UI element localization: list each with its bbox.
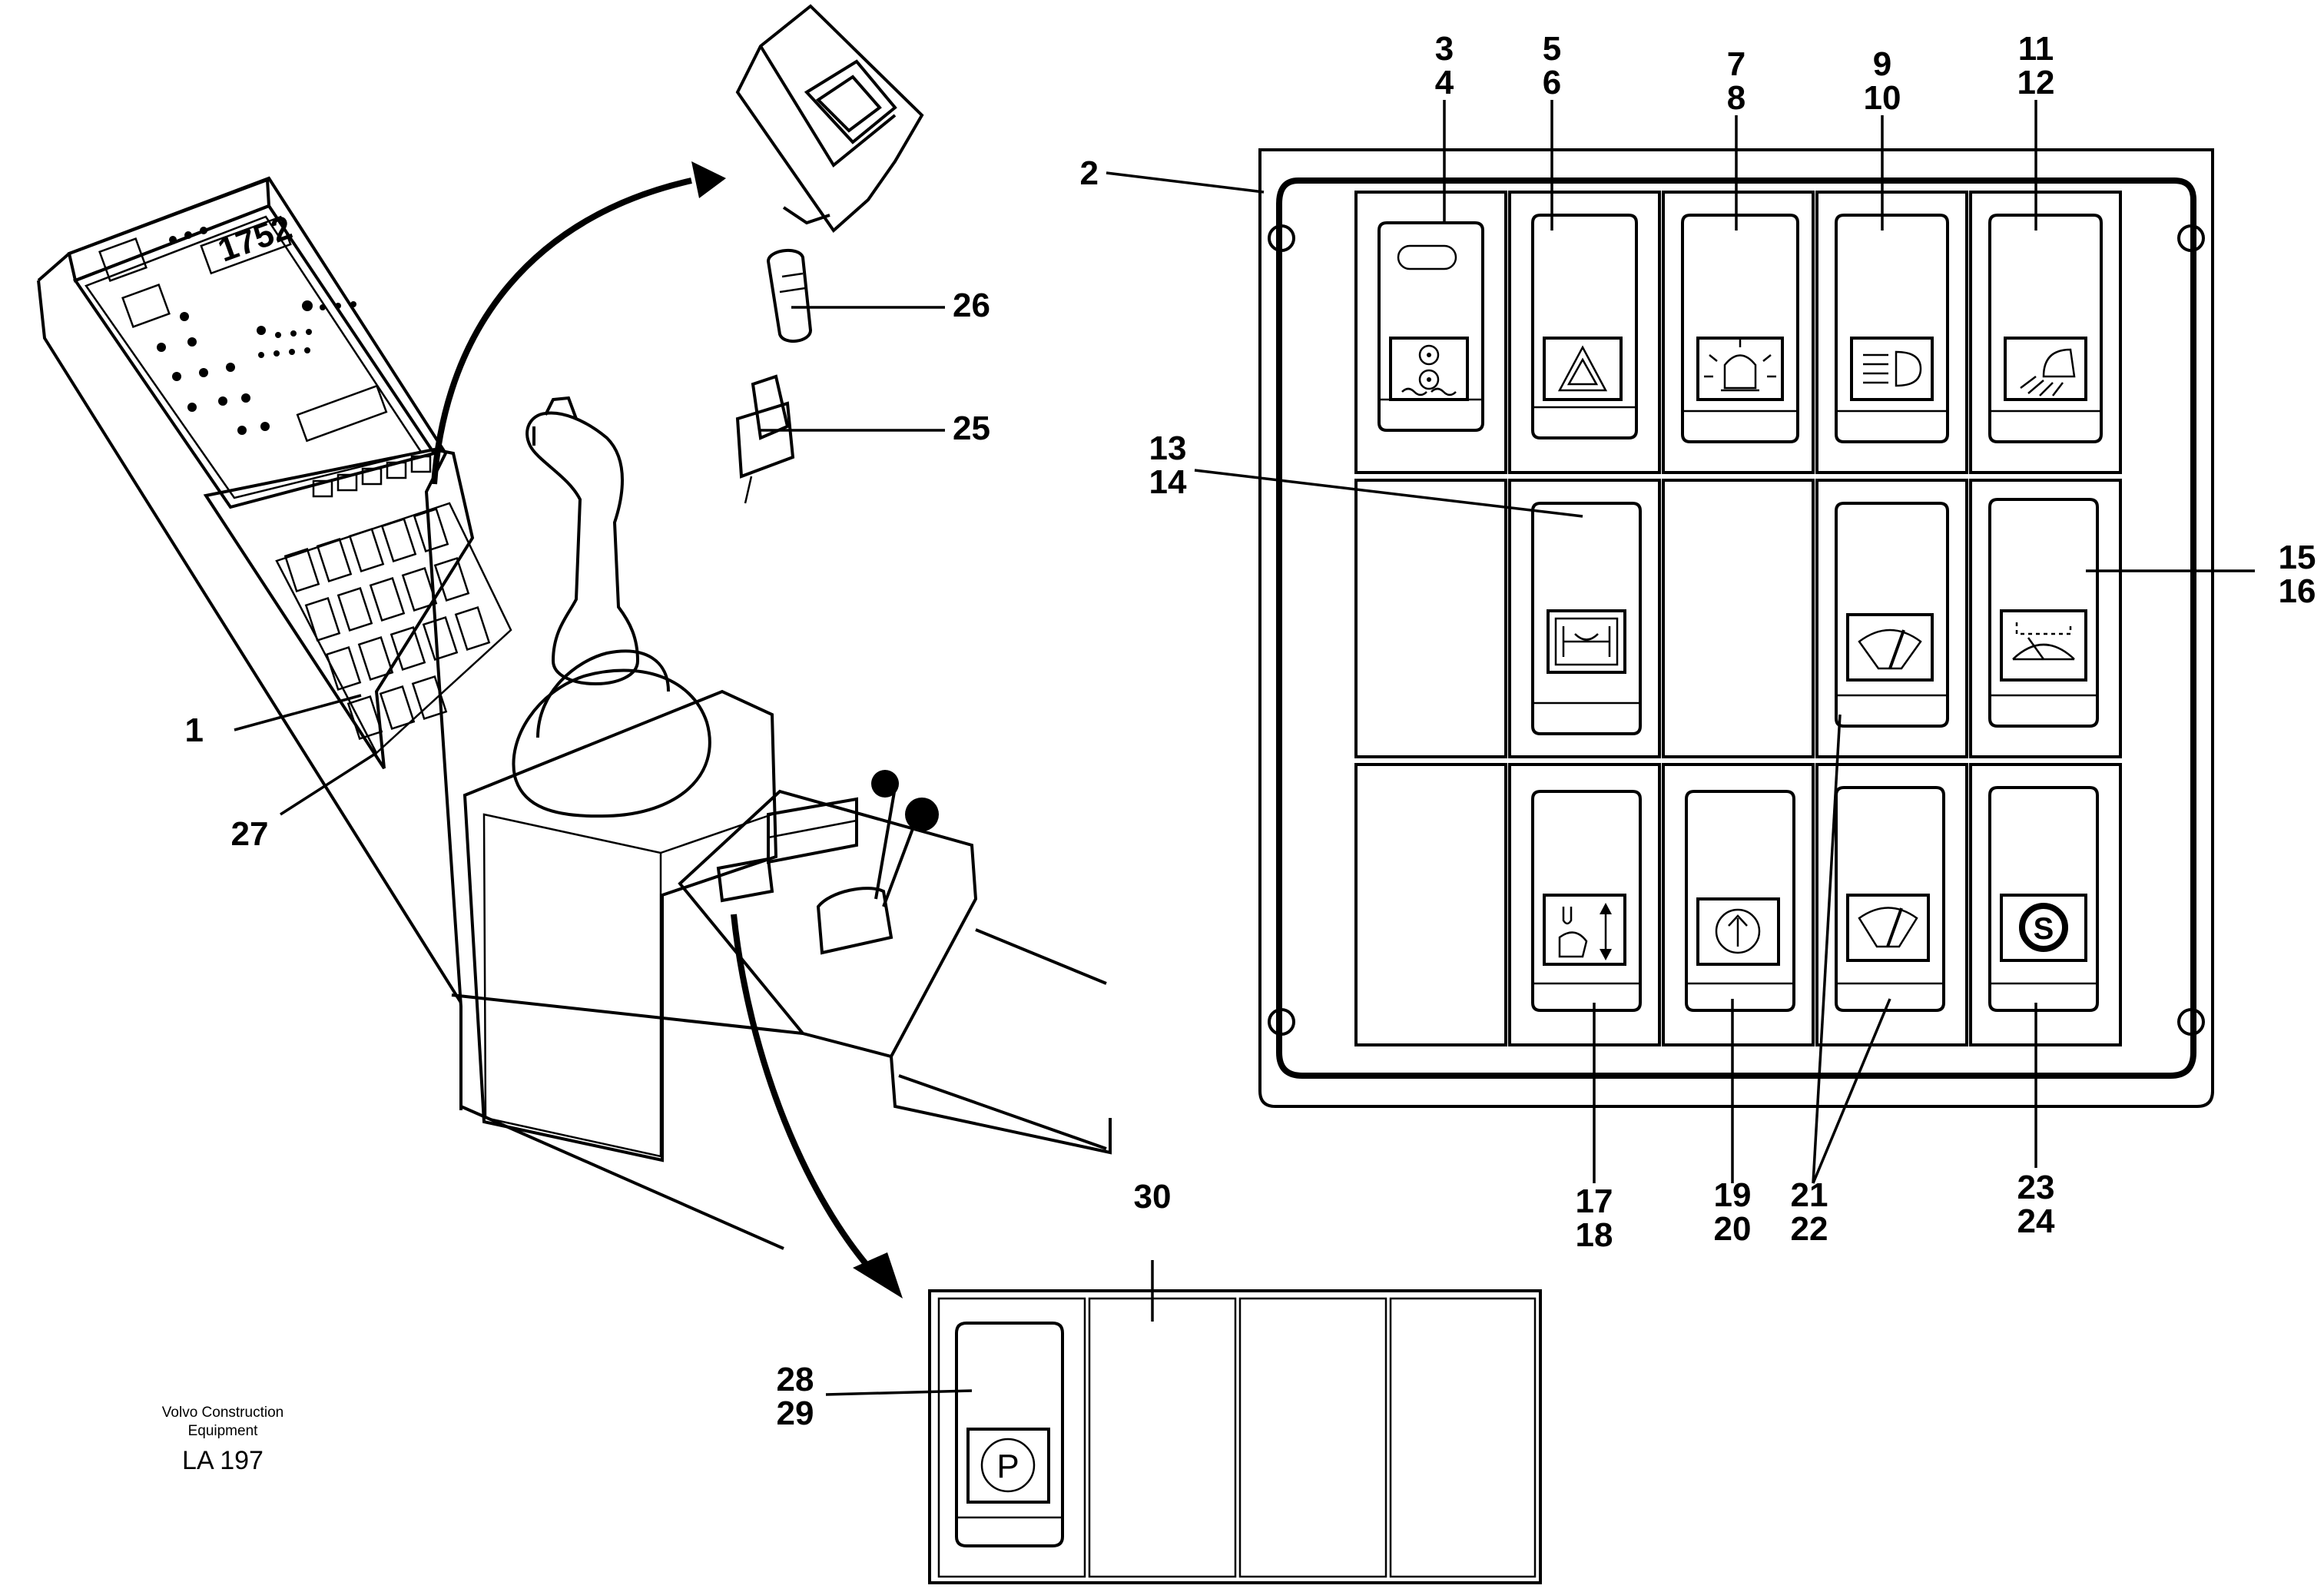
callout-24: 24 (2017, 1202, 2055, 1240)
callout-15: 15 (2279, 539, 2316, 576)
axle-lock-icon (1547, 609, 1626, 674)
up-arrow-icon (1696, 897, 1780, 966)
callout-17: 17 (1576, 1182, 1613, 1220)
callout-7: 7 (1727, 45, 1745, 83)
callout-12: 12 (2017, 64, 2055, 101)
callout-4: 4 (1435, 64, 1454, 101)
callout-14: 14 (1149, 463, 1187, 501)
switch-panel-detail: S (1258, 148, 2214, 1108)
callout-16: 16 (2279, 572, 2316, 610)
differential-lock-icon (1389, 244, 1469, 401)
wiper-icon (1846, 894, 1930, 962)
rocker-switch-exploded (735, 4, 924, 504)
callout-29: 29 (777, 1395, 814, 1432)
callout-19: 19 (1714, 1176, 1752, 1214)
parking-brake-panel: P (928, 1289, 1542, 1584)
credit-company-line2: Equipment (187, 1423, 258, 1439)
callout-6: 6 (1543, 64, 1561, 101)
callout-9: 9 (1873, 45, 1891, 83)
callout-2: 2 (1080, 154, 1099, 192)
callout-23: 23 (2017, 1169, 2055, 1206)
callout-13: 13 (1149, 430, 1187, 467)
callout-30: 30 (1134, 1178, 1172, 1216)
wiper-icon (1846, 613, 1934, 682)
parking-brake-icon: P (966, 1428, 1050, 1504)
callout-8: 8 (1727, 79, 1745, 117)
callout-26: 26 (953, 287, 990, 324)
callout-27: 27 (231, 815, 269, 853)
callout-numbers: 1 2 3 4 5 6 7 8 9 10 11 12 13 14 15 16 1… (185, 30, 2316, 1432)
callout-10: 10 (1864, 79, 1901, 117)
callout-28: 28 (777, 1361, 814, 1398)
callout-1: 1 (185, 711, 204, 749)
console-illustration: 1752 (37, 176, 1112, 1250)
parking-brake-letter: P (996, 1448, 1019, 1485)
display-readout: 1752 (214, 208, 297, 270)
figure-code: LA 197 (182, 1446, 264, 1475)
leader-lines (234, 100, 2255, 1396)
rotating-beacon-icon (1696, 337, 1784, 401)
callout-5: 5 (1543, 30, 1561, 68)
callout-18: 18 (1576, 1216, 1613, 1254)
callout-22: 22 (1791, 1210, 1828, 1248)
callout-21: 21 (1791, 1176, 1828, 1214)
callout-20: 20 (1714, 1210, 1752, 1248)
s-mode-letter: S (2034, 912, 2054, 946)
callout-25: 25 (953, 410, 990, 447)
callout-3: 3 (1435, 30, 1454, 68)
hazard-warning-icon (1543, 337, 1623, 401)
boom-float-icon (1543, 894, 1626, 966)
detail-arrows (431, 161, 903, 1298)
headlight-icon (1850, 337, 1934, 401)
credit-company-line1: Volvo Construction (161, 1405, 284, 1421)
work-light-icon (2004, 337, 2087, 401)
s-mode-icon: S (2000, 894, 2087, 962)
rear-wiper-icon (2000, 609, 2087, 682)
callout-11: 11 (2018, 30, 2054, 68)
